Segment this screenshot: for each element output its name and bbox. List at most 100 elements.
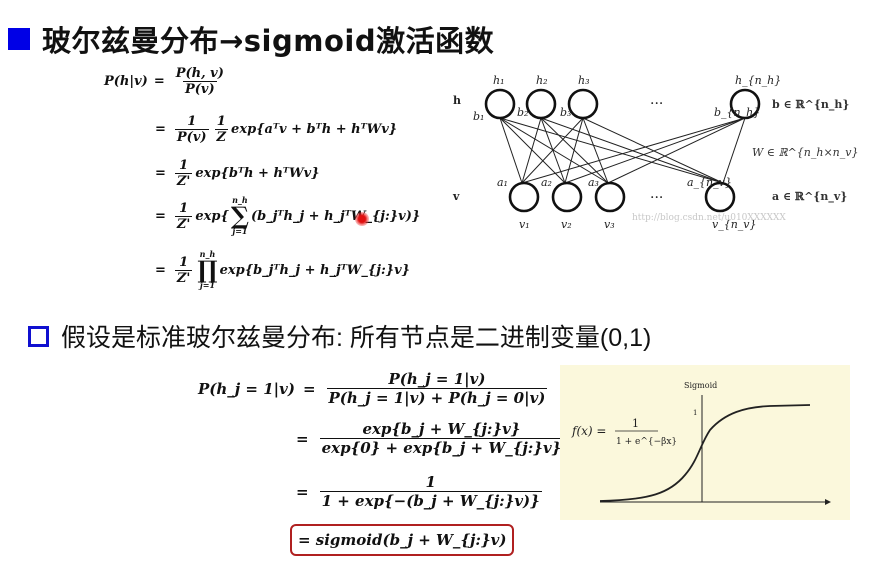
numerator: 1 <box>216 114 226 129</box>
summation: n_h ∑ j=1 <box>231 196 249 236</box>
subpoint-text: 假设是标准玻尔兹曼分布: 所有节点是二进制变量(0,1) <box>61 324 652 352</box>
visible-nodes <box>508 181 736 213</box>
numerator: P(h_j = 1|v) <box>388 370 486 388</box>
eq2-line-1: P(h_j = 1|v) = P(h_j = 1|v) P(h_j = 1|v)… <box>198 370 550 407</box>
eq-sign: = <box>296 429 309 448</box>
visible-node-label: v₂ <box>561 218 572 231</box>
fraction: 1 Z' <box>174 158 193 189</box>
slide-title: 玻尔兹曼分布→sigmoid激活函数 <box>8 18 494 60</box>
eq-sign: = <box>153 74 165 89</box>
denominator: Z' <box>174 269 193 286</box>
fraction: 1 P(v) <box>174 114 209 145</box>
eq-lhs: P(h_j = 1|v) <box>198 379 295 398</box>
eq-sign: = <box>302 379 316 398</box>
eq-line-4: = 1 Z' exp{ n_h ∑ j=1 (b_jᵀh_j + h_jᵀW_{… <box>155 196 420 236</box>
hidden-ellipsis: ··· <box>650 96 663 112</box>
eq-sign: = <box>155 262 166 278</box>
hidden-bias-label: b₂ <box>517 106 528 119</box>
visible-ellipsis: ··· <box>650 190 663 206</box>
hidden-node-label: h_{n_h} <box>735 74 781 87</box>
eq-body: exp{aᵀv + bᵀh + hᵀWv} <box>231 122 398 137</box>
formula-denominator: 1 + e^{−βx} <box>616 437 677 447</box>
fraction: 1 Z' <box>174 200 193 232</box>
eq-prefix: exp{ <box>195 208 229 224</box>
eq-line-2: = 1 P(v) 1 Z exp{aᵀv + bᵀh + hᵀWv} <box>155 114 397 145</box>
subpoint-bullet-icon <box>28 325 49 347</box>
fraction: P(h_j = 1|v) P(h_j = 1|v) + P(h_j = 0|v) <box>326 370 548 407</box>
sigmoid-plot: Sigmoid 1 f(x) = 1 1 + e^{−βx} <box>571 381 831 505</box>
watermark: http://blog.csdn.net/u010XXXXXX <box>632 213 786 223</box>
numerator: 1 <box>425 473 436 491</box>
denominator: Z' <box>174 215 193 232</box>
hidden-node-label: h₁ <box>493 74 505 87</box>
visible-bias-label: a₂ <box>541 176 552 189</box>
formula-numerator: 1 <box>632 417 639 430</box>
fraction: 1 Z <box>214 114 229 145</box>
eq-sign: = <box>155 122 166 137</box>
numerator: 1 <box>179 200 189 216</box>
title-bullet-icon <box>8 28 30 50</box>
pointer-cursor-icon <box>355 212 369 226</box>
denominator: Z' <box>174 173 193 189</box>
hidden-bias-label: b₁ <box>473 110 484 123</box>
a-space-label: a ∈ ℝ^{n_v} <box>772 190 847 204</box>
eq-line-5: = 1 Z' n_h ∏ j=1 exp{b_jᵀh_j + h_jᵀW_{j:… <box>155 250 410 290</box>
eq-line-1: P(h|v) = P(h, v) P(v) <box>104 66 229 97</box>
denominator: P(v) <box>182 81 217 97</box>
sigmoid-figure: Sigmoid 1 f(x) = 1 1 + e^{−βx} <box>560 365 850 520</box>
numerator: exp{b_j + W_{j:}v} <box>362 420 521 438</box>
denominator: Z <box>214 129 229 145</box>
lower-limit: j=1 <box>232 226 248 236</box>
eq-body: (b_jᵀh_j + h_jᵀW_{j:}v)} <box>250 208 421 224</box>
fraction: 1 1 + exp{−(b_j + W_{j:}v)} <box>319 473 542 510</box>
sigmoid-title: Sigmoid <box>684 381 717 390</box>
visible-node-label: v₁ <box>519 218 530 231</box>
upper-limit: n_h <box>199 249 216 259</box>
visible-layer-label: v <box>452 190 460 203</box>
y-tick-1: 1 <box>693 409 697 417</box>
formula-lhs: f(x) = <box>571 424 606 438</box>
denominator: P(h_j = 1|v) + P(h_j = 0|v) <box>326 388 548 407</box>
fraction: exp{b_j + W_{j:}v} exp{0} + exp{b_j + W_… <box>319 420 564 457</box>
rbm-edges <box>499 117 746 184</box>
eq-sign: = <box>296 482 309 501</box>
numerator: 1 <box>187 114 197 129</box>
eq-sign: = <box>155 166 166 181</box>
eq2-line-2: = exp{b_j + W_{j:}v} exp{0} + exp{b_j + … <box>296 420 566 457</box>
numerator: 1 <box>179 158 189 173</box>
visible-node-label: v_{n_v} <box>712 218 757 231</box>
hidden-bias-label: b₃ <box>560 106 571 119</box>
x-axis-arrow-icon <box>825 499 831 505</box>
hidden-bias-label: b_{n_h} <box>714 106 760 119</box>
sigmoid-result-highlight: = sigmoid(b_j + W_{j:}v) <box>290 524 515 556</box>
visible-bias-label: a₁ <box>497 176 508 189</box>
hidden-layer-label: h <box>453 94 461 107</box>
hidden-node-label: h₃ <box>578 74 590 87</box>
product: n_h ∏ j=1 <box>197 250 217 290</box>
eq-line-3: = 1 Z' exp{bᵀh + hᵀWv} <box>155 158 320 189</box>
denominator: 1 + exp{−(b_j + W_{j:}v)} <box>319 491 542 510</box>
title-text: 玻尔兹曼分布→sigmoid激活函数 <box>42 24 495 58</box>
visible-bias-label: a₃ <box>588 176 599 189</box>
rbm-diagram: h v h₁ h₂ h₃ h_{n_h} b₁ b₂ b₃ b_{n_h} a₁… <box>452 74 858 231</box>
visible-bias-label: a_{n_v} <box>687 176 732 189</box>
w-space-label: W ∈ ℝ^{n_h×n_v} <box>752 146 858 159</box>
sum-icon: ∑ <box>230 201 249 230</box>
sigmoid-result: = sigmoid(b_j + W_{j:}v) <box>298 531 507 549</box>
product-icon: ∏ <box>197 255 218 284</box>
fraction: 1 Z' <box>174 254 193 286</box>
sigmoid-curve <box>599 404 811 502</box>
lower-limit: j=1 <box>199 280 216 290</box>
hidden-nodes <box>484 88 761 120</box>
subpoint: 假设是标准玻尔兹曼分布: 所有节点是二进制变量(0,1) <box>28 318 651 354</box>
hidden-node-label: h₂ <box>536 74 548 87</box>
eq-sign: = <box>155 208 166 224</box>
b-space-label: b ∈ ℝ^{n_h} <box>772 98 850 112</box>
fraction: P(h, v) P(v) <box>174 66 226 97</box>
numerator: 1 <box>179 254 189 270</box>
visible-node-label: v₃ <box>604 218 615 231</box>
eq-body: exp{bᵀh + hᵀWv} <box>195 166 320 181</box>
upper-limit: n_h <box>232 195 248 205</box>
denominator: exp{0} + exp{b_j + W_{j:}v} <box>319 438 564 457</box>
eq-body: exp{b_jᵀh_j + h_jᵀW_{j:}v} <box>219 262 411 278</box>
